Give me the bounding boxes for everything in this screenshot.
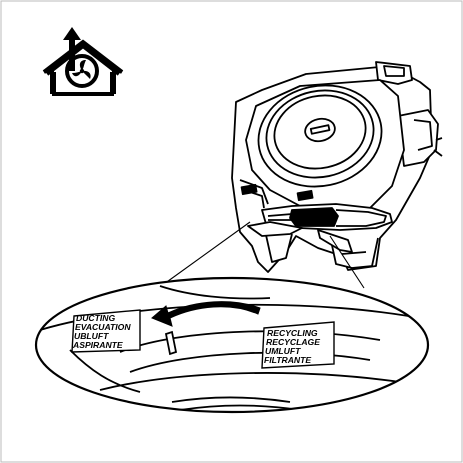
recycling-label-line-2: RECYCLAGE (266, 337, 320, 347)
ducting-label-box: DUCTING EVACUATION UBLUFT ASPIRANTE (71, 309, 141, 353)
zoom-leader-lines (163, 221, 365, 289)
zoom-detail: DUCTING EVACUATION UBLUFT ASPIRANTE RECY… (34, 276, 430, 414)
arrow-left-icon (151, 301, 261, 327)
ducting-label-line-2: EVACUATION (75, 322, 131, 332)
house-with-fan-exhaust-icon (42, 27, 124, 96)
ducting-label-line-1: DUCTING (76, 313, 115, 323)
ducting-label-line-3: UBLUFT (74, 331, 109, 341)
recycling-label-line-4: FILTRANTE (264, 355, 311, 365)
recycling-label-line-3: UMLUFT (265, 346, 301, 356)
recycling-label-box: RECYCLING RECYCLAGE UMLUFT FILTRANTE (261, 321, 335, 369)
ducting-label-line-4: ASPIRANTE (72, 340, 123, 350)
hood-fan-module (231, 61, 443, 273)
recycling-label-line-1: RECYCLING (267, 328, 318, 338)
